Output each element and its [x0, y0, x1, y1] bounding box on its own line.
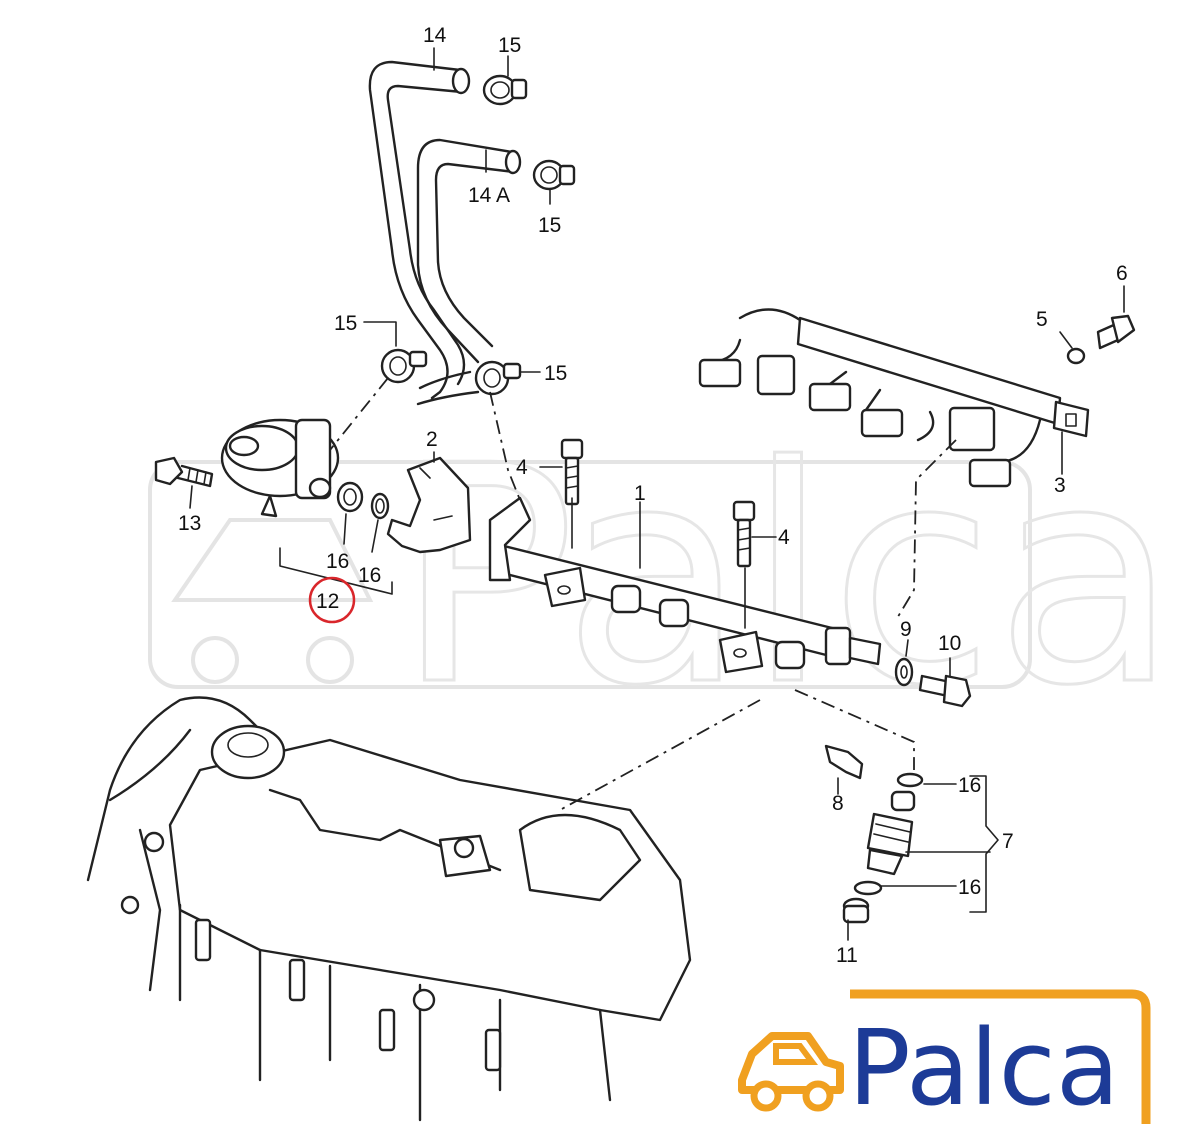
car-icon	[738, 1032, 844, 1112]
callout-12: 12	[316, 590, 339, 613]
hose-clamp-15-right	[474, 360, 522, 396]
callout-13: 13	[178, 512, 201, 535]
hose-clamp-15-left	[380, 348, 428, 384]
bracket-2	[386, 456, 472, 554]
injector-bracket-7	[969, 775, 999, 913]
callout-15-mid: 15	[538, 214, 561, 237]
leader-lines	[189, 47, 1125, 941]
callout-16-c: 16	[958, 774, 981, 797]
callout-14: 14	[423, 24, 447, 47]
clip-5	[1066, 347, 1086, 365]
seal-ring-16-a	[336, 481, 364, 513]
callout-16-d: 16	[958, 876, 981, 899]
injector-7	[866, 790, 916, 876]
hose-clamp-15-top	[482, 74, 528, 106]
callout-7: 7	[1002, 830, 1014, 853]
fuel-hose-14a	[416, 138, 522, 406]
callout-16-b: 16	[358, 564, 381, 587]
seal-ring-16-d	[853, 880, 883, 896]
retaining-screw-13	[154, 456, 214, 488]
insert-11	[842, 897, 870, 924]
callout-15-top: 15	[498, 34, 521, 57]
seal-ring-16-c	[896, 772, 924, 788]
logo-wordmark: Palca	[848, 1007, 1120, 1129]
washer-9	[894, 657, 914, 687]
seal-ring-16-b	[370, 492, 390, 520]
callout-4-left: 4	[516, 456, 528, 479]
hose-clamp-15-mid	[532, 159, 576, 191]
logo-frame	[850, 989, 1151, 1124]
retaining-clip-8	[824, 744, 864, 780]
fuel-hose-14	[368, 60, 471, 400]
callout-6: 6	[1116, 262, 1128, 285]
callout-15-right: 15	[544, 362, 567, 385]
fuel-rail-1	[488, 496, 882, 674]
callout-9: 9	[900, 618, 912, 641]
callout-8: 8	[832, 792, 844, 815]
callout-5: 5	[1036, 308, 1048, 331]
bolt-6	[1096, 314, 1136, 350]
bolt-10	[918, 674, 972, 708]
callout-15-left: 15	[334, 312, 357, 335]
callout-3: 3	[1054, 474, 1066, 497]
connection-lines	[329, 377, 957, 811]
callout-10: 10	[938, 632, 961, 655]
callout-4-right: 4	[778, 526, 790, 549]
fuel-pressure-regulator-12	[220, 418, 340, 518]
engine-block	[86, 696, 692, 1122]
callout-1: 1	[634, 482, 646, 505]
bolt-4-right	[732, 500, 756, 568]
callouts: 14 15 14 A 15 15 15 2 4 1 4 13 16 16 12 …	[178, 24, 1128, 967]
bolt-4-left	[560, 438, 584, 506]
callout-16-a: 16	[326, 550, 349, 573]
palca-logo: Palca	[738, 989, 1151, 1129]
wiring-harness-3	[698, 308, 1090, 488]
callout-11: 11	[836, 944, 858, 967]
callout-2: 2	[426, 428, 438, 451]
highlight-circle-12	[308, 576, 356, 624]
callout-14a: 14 A	[468, 184, 510, 207]
